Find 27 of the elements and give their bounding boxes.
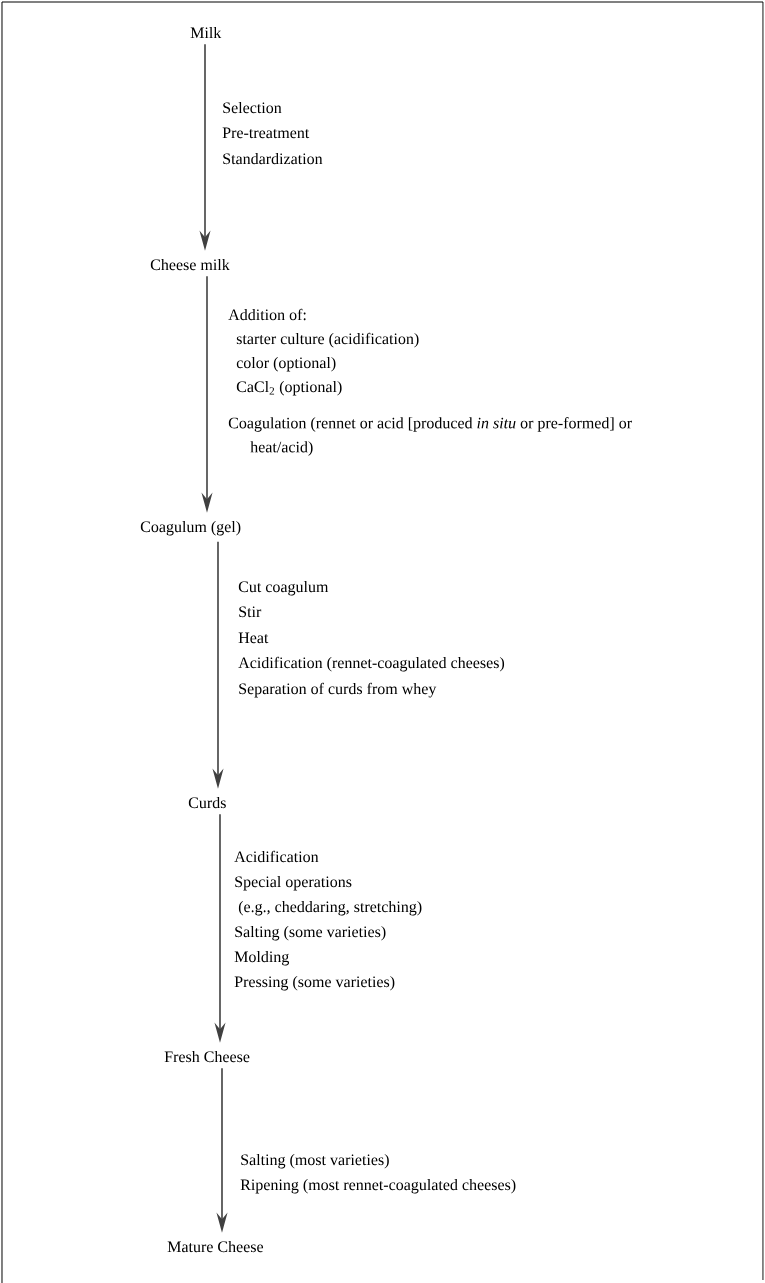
step-note: Molding [234,950,289,966]
step-note: Coagulation (rennet or acid [produced in situ or pre-formed] or heat/acid) [228,417,632,456]
step-label: Mature Cheese [167,1240,264,1253]
step-note: CaCl$_{2}$ (optional) [236,380,342,396]
step-note: (e.g., cheddaring, stretching) [238,900,422,916]
step-note: Acidification [234,850,319,863]
step-label: Fresh Cheese [164,1050,250,1063]
step-note: Pre-treatment [222,127,310,139]
step-note: Heat [238,632,269,644]
step-note: Pressing (some varieties) [234,975,395,991]
step-label: Curds [188,796,226,809]
step-note: Cut coagulum [238,580,329,596]
step-note: Ripening (most rennet-coagulated cheeses) [240,1178,516,1194]
step-note: Salting (most varieties) [241,1153,389,1169]
step-label: Cheese milk [150,258,230,271]
step-note: Selection [223,101,282,114]
step-note: Stir [239,606,262,618]
step-note: Addition of: [228,308,306,321]
step-note: Separation of curds from whey [239,682,437,698]
step-note: color (optional) [236,356,336,372]
step-label: Milk [190,26,222,38]
step-label: Coagulum (gel) [140,520,241,536]
step-note: Acidification (rennet-coagulated cheeses) [238,656,505,672]
step-note: starter culture (acidification) [236,332,419,348]
step-note: Special operations [235,875,352,891]
step-note: Salting (some varieties) [235,925,386,941]
step-note: Standardization [223,152,323,165]
